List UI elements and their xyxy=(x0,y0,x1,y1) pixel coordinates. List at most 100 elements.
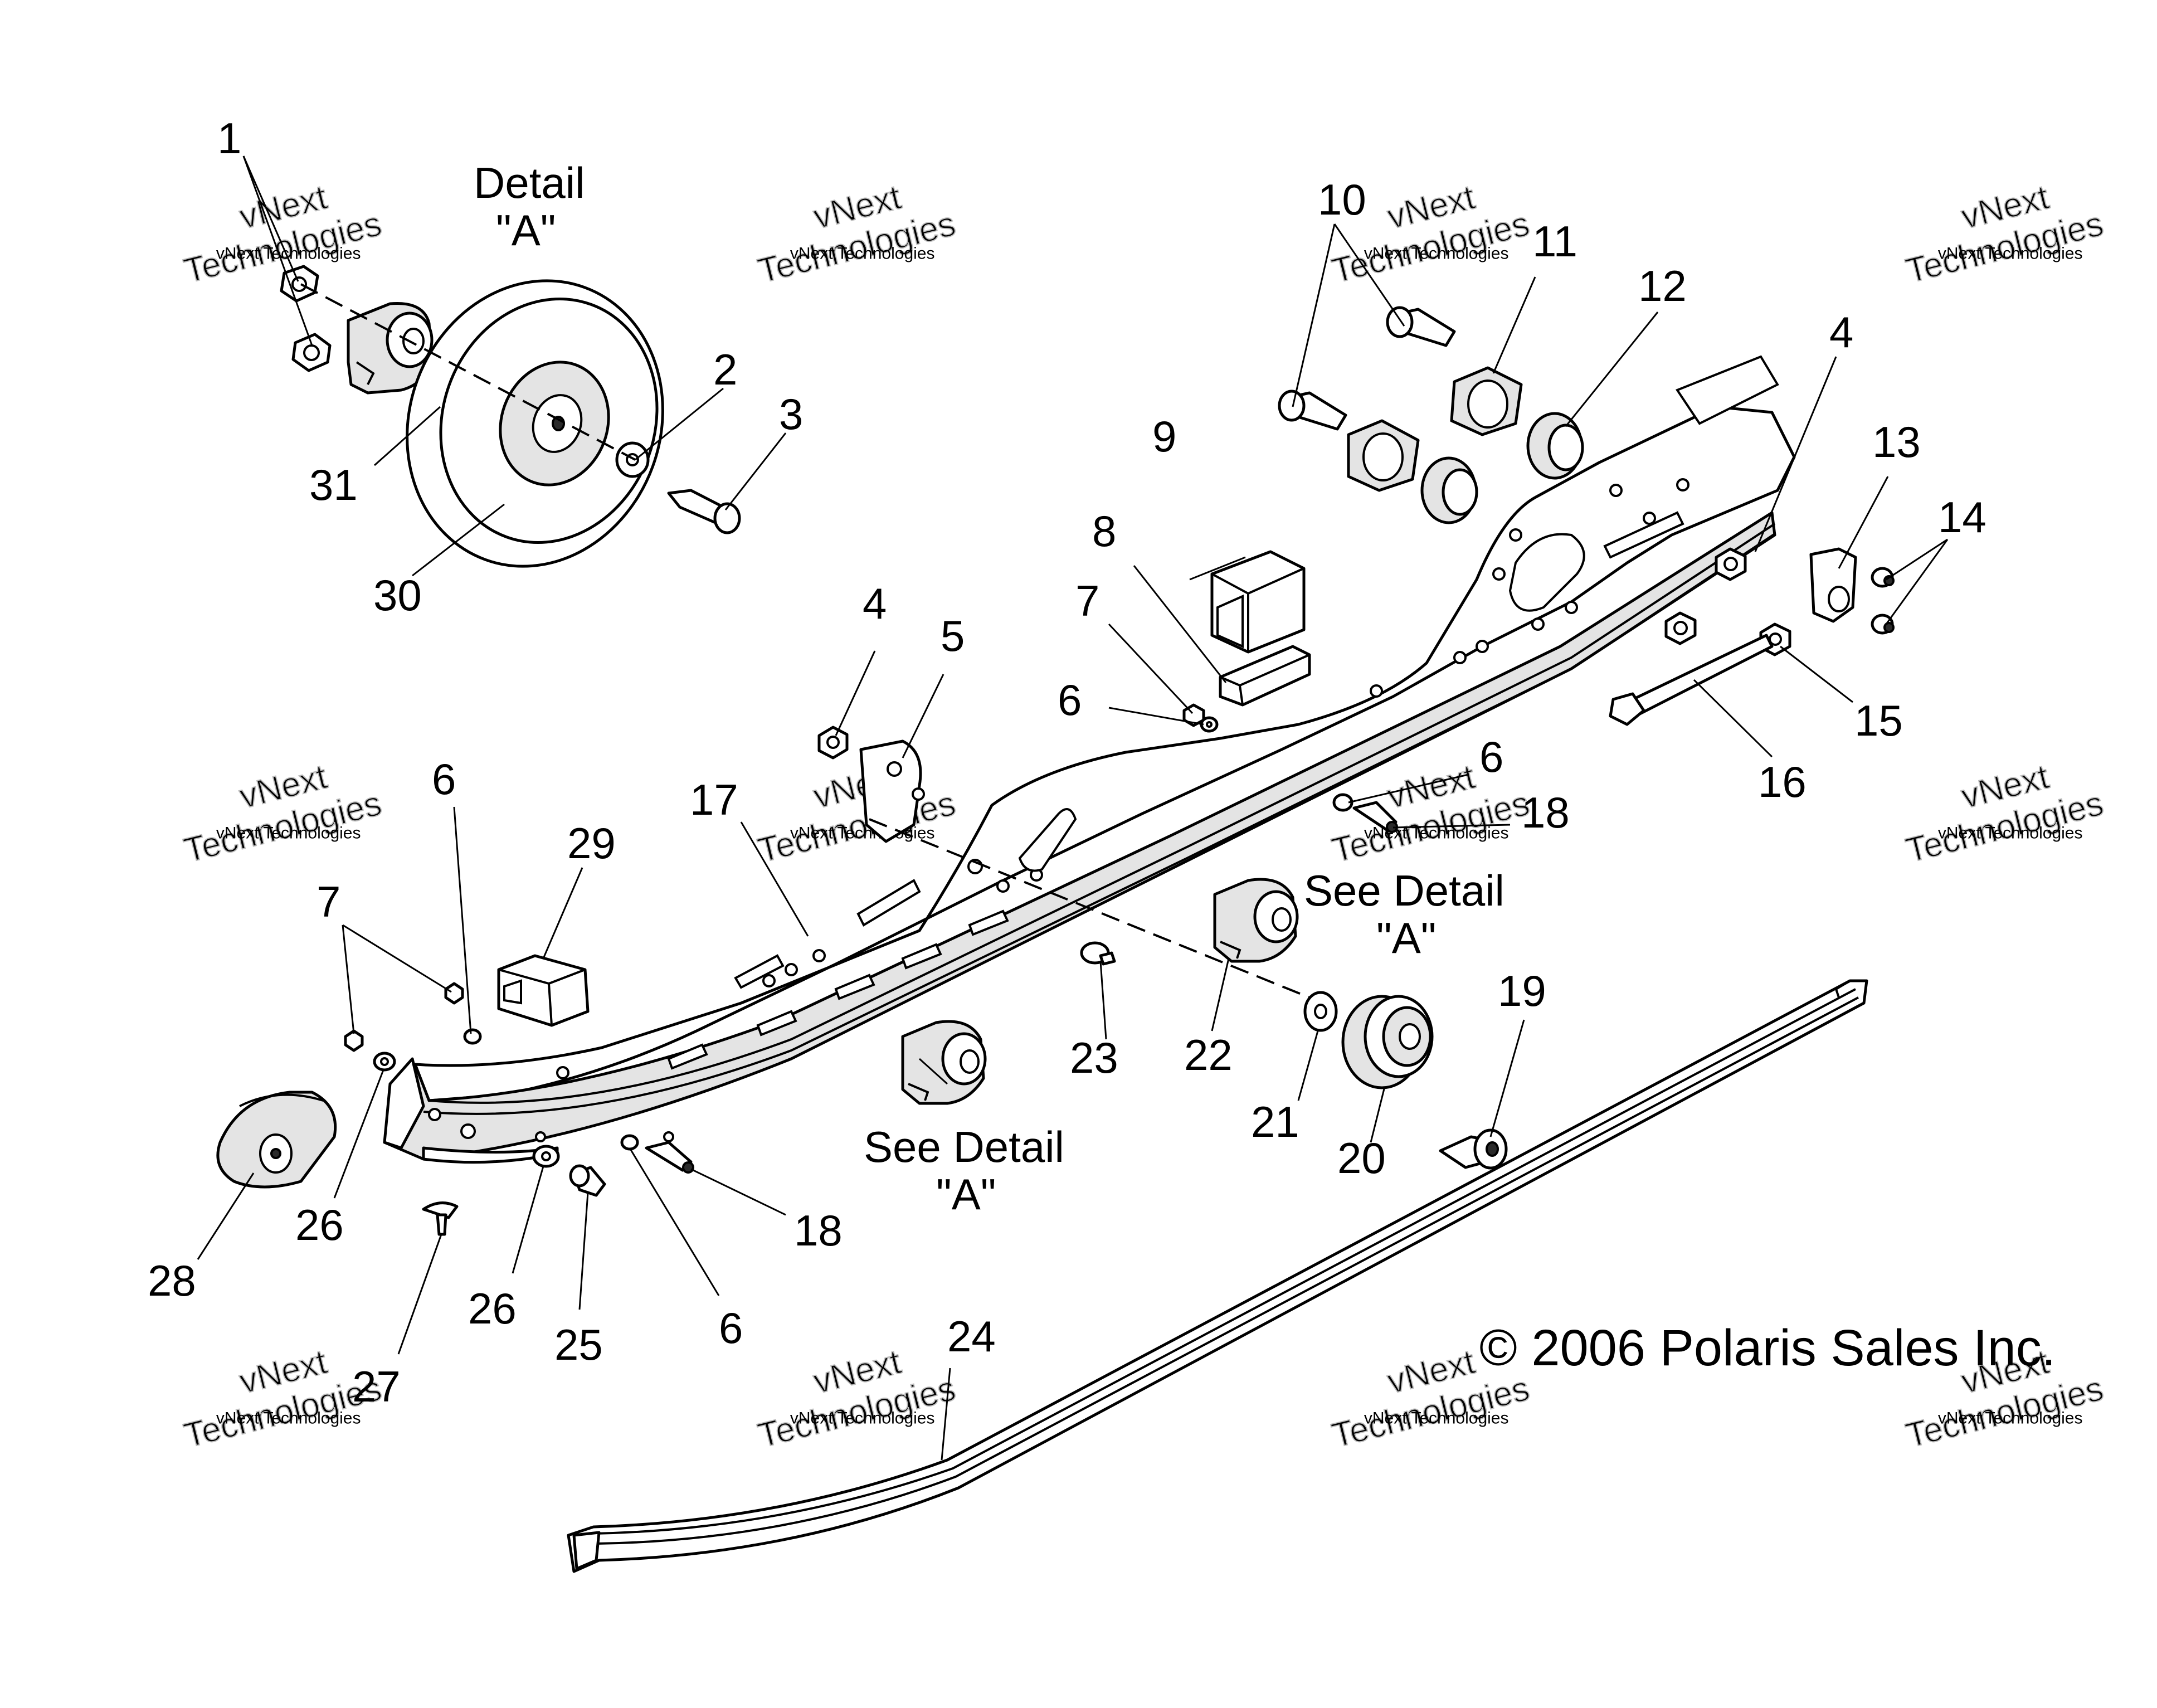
watermark: vNext Technologies vNext Technologies xyxy=(180,757,386,870)
detail-a-label: "A" xyxy=(496,206,556,255)
see-detail-label-2: "A" xyxy=(936,1170,996,1219)
bolt-part-18-lower xyxy=(645,1141,694,1174)
callout-24: 24 xyxy=(947,1312,996,1361)
bolt-part-19 xyxy=(1439,1128,1508,1170)
callout-6c: 6 xyxy=(432,755,456,804)
watermark: vNext Technologies vNext Technologies xyxy=(1902,757,2108,870)
callout-10: 10 xyxy=(1318,175,1366,224)
bolt-part-16 xyxy=(1609,634,1774,726)
leader-lines xyxy=(197,155,1949,1461)
svg-text:vNext Technologies: vNext Technologies xyxy=(1938,244,2083,262)
callout-26b: 26 xyxy=(468,1284,517,1333)
callout-6d: 6 xyxy=(719,1303,743,1352)
callout-20: 20 xyxy=(1337,1133,1386,1183)
svg-text:vNext Technologies: vNext Technologies xyxy=(790,244,935,262)
callout-21: 21 xyxy=(1251,1097,1299,1146)
callout-9: 9 xyxy=(1152,412,1176,461)
svg-text:vNext Technologies: vNext Technologies xyxy=(216,824,361,842)
nut-part-7-front xyxy=(344,982,464,1052)
see-detail-label-1: "A" xyxy=(1376,913,1436,962)
washer-part-6-upper xyxy=(1200,716,1219,733)
nut-part-4-rear xyxy=(1664,547,1747,645)
callout-14: 14 xyxy=(1938,493,1986,542)
washer-part-6-lower xyxy=(620,1134,639,1151)
bumper-part-28 xyxy=(216,1091,337,1189)
callout-19: 19 xyxy=(1498,966,1546,1015)
callout-15: 15 xyxy=(1854,696,1903,745)
bolt-part-3 xyxy=(667,489,741,534)
callout-18: 18 xyxy=(1521,788,1570,837)
callout-7: 7 xyxy=(1075,576,1099,625)
wear-block-part-29 xyxy=(497,954,590,1027)
detail-captions: Detail "A" See Detail "A" See Detail "A" xyxy=(474,158,1504,1219)
slide-rail-part-17 xyxy=(383,355,1796,1164)
callout-18b: 18 xyxy=(794,1206,843,1255)
washer-part-2 xyxy=(615,441,650,478)
wear-block-part-9 xyxy=(1210,550,1306,654)
callout-labels: 1 2 3 31 30 10 11 12 4 13 14 9 8 7 6 4 5… xyxy=(148,114,1986,1411)
callout-17: 17 xyxy=(690,775,738,824)
bracket-part-13 xyxy=(1809,547,1857,623)
callout-1: 1 xyxy=(217,114,241,163)
callout-16: 16 xyxy=(1758,757,1807,806)
watermark: vNext Technologies vNext Technologies xyxy=(754,757,960,870)
rear-cam-slot xyxy=(1508,533,1585,612)
callout-26: 26 xyxy=(295,1200,344,1249)
callout-4b: 4 xyxy=(863,579,887,628)
detail-a-assembly xyxy=(280,265,741,568)
slider-part-8 xyxy=(1219,645,1311,707)
callout-31: 31 xyxy=(309,460,358,509)
svg-text:vNext Technologies: vNext Technologies xyxy=(216,1409,361,1427)
callout-25: 25 xyxy=(554,1320,603,1369)
callout-28: 28 xyxy=(148,1256,196,1305)
callout-7b: 7 xyxy=(317,877,340,926)
callout-22: 22 xyxy=(1184,1030,1233,1079)
callout-5: 5 xyxy=(941,611,965,660)
callout-30: 30 xyxy=(373,571,422,620)
callout-6b: 6 xyxy=(1479,732,1503,781)
watermark: vNext Technologies vNext Technologies xyxy=(1902,177,2108,291)
rail-slots xyxy=(667,355,1779,1070)
svg-text:vNext Technologies: vNext Technologies xyxy=(1938,824,2083,842)
see-detail-caption-2: See Detail xyxy=(864,1122,1064,1171)
callout-23: 23 xyxy=(1070,1033,1118,1082)
callout-4: 4 xyxy=(1829,308,1853,357)
screw-part-14 xyxy=(1871,567,1895,635)
svg-text:vNext Technologies: vNext Technologies xyxy=(1364,244,1509,262)
rivet-part-27 xyxy=(422,1201,459,1236)
washer-part-21 xyxy=(1303,991,1338,1032)
watermark: vNext Technologies vNext Technologies xyxy=(754,1342,960,1456)
rail-holes xyxy=(428,478,1689,1142)
callout-27: 27 xyxy=(352,1362,401,1411)
svg-text:vNext Technologies: vNext Technologies xyxy=(1938,1409,2083,1427)
wheel-bracket-part-22 xyxy=(1213,878,1299,963)
callout-2: 2 xyxy=(713,345,737,394)
bolt-part-23 xyxy=(1080,941,1116,966)
slide-part-24 xyxy=(567,979,1868,1573)
callout-8: 8 xyxy=(1092,507,1116,556)
callout-3: 3 xyxy=(779,390,803,439)
callout-12: 12 xyxy=(1638,261,1687,310)
wheel-mount-bracket xyxy=(347,301,434,395)
see-detail-caption-1: See Detail xyxy=(1304,866,1504,915)
copyright-notice: © 2006 Polaris Sales Inc. xyxy=(1479,1320,2056,1376)
idler-wheel-part-30 xyxy=(406,279,664,568)
spacer-part-12 xyxy=(1420,412,1584,524)
nut-part-4-front xyxy=(817,726,849,760)
bracket-part-5 xyxy=(859,739,925,843)
bolt-part-10 xyxy=(1278,306,1456,431)
watermark: vNext Technologies vNext Technologies xyxy=(754,177,960,291)
bushing-part-11 xyxy=(1347,366,1523,492)
front-wheel-bracket xyxy=(901,1020,987,1105)
bolt-part-25 xyxy=(569,1164,606,1197)
svg-text:vNext Technologies: vNext Technologies xyxy=(790,1409,935,1427)
axis-line xyxy=(300,283,636,461)
callout-29: 29 xyxy=(567,819,616,868)
watermark: vNext Technologies vNext Technologies xyxy=(180,177,386,291)
detail-a-title: Detail xyxy=(474,158,585,207)
callout-6: 6 xyxy=(1058,675,1082,724)
callout-13: 13 xyxy=(1872,417,1921,466)
axis-line-lower xyxy=(869,818,1310,999)
callout-11: 11 xyxy=(1532,217,1577,266)
